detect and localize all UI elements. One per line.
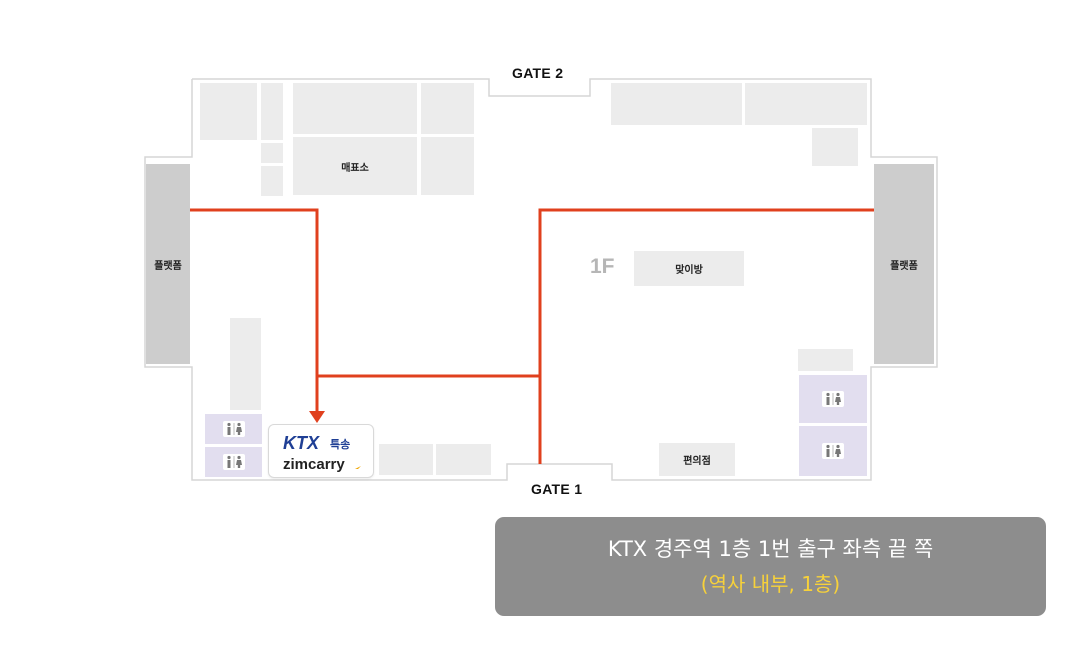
zimcarry-accent-icon: [355, 466, 361, 469]
platform-right: 플랫폼: [874, 164, 934, 364]
restroom-icon: [822, 443, 844, 459]
room-block: [812, 128, 858, 166]
convenience-store-label: 편의점: [683, 456, 711, 467]
room-block: [261, 166, 283, 196]
ktx-logo-text: KTX: [283, 433, 320, 453]
gate-1-label: GATE 1: [531, 481, 583, 497]
restroom: [204, 446, 263, 478]
restroom-icon: [222, 454, 245, 470]
ktx-zimcarry-logo: KTX 특송 zimcarry: [268, 424, 374, 478]
room-block: [200, 83, 257, 140]
room-block: [261, 143, 283, 163]
ktx-zimcarry-logo-graphic: KTX 특송 zimcarry: [283, 433, 361, 473]
restroom: [798, 425, 868, 477]
platform-right-label: 플랫폼: [890, 260, 918, 272]
route-path-left: [190, 208, 319, 412]
caption-main-text: KTX 경주역 1층 1번 출구 좌측 끝 쪽: [607, 537, 934, 561]
meeting-room-label: 맞이방: [675, 265, 703, 276]
floor-label: 1F: [590, 255, 615, 278]
gate-2-label: GATE 2: [512, 65, 564, 81]
platform-left-label: 플랫폼: [154, 260, 182, 272]
meeting-room: 맞이방: [634, 251, 744, 286]
room-block: [293, 83, 417, 134]
room-block: [436, 444, 491, 475]
route-path-right: [538, 208, 874, 464]
ticket-office: 매표소: [293, 137, 417, 195]
room-block: [421, 137, 474, 195]
room-block: [798, 349, 853, 371]
caption-sub-text: (역사 내부, 1층): [700, 572, 841, 596]
room-block: [230, 318, 261, 410]
restroom: [798, 374, 868, 424]
zimcarry-logo-text: zimcarry: [283, 456, 345, 473]
restroom-icon: [822, 391, 844, 407]
restroom-icon: [222, 421, 245, 437]
platform-left: 플랫폼: [146, 164, 190, 364]
ticket-office-label: 매표소: [341, 162, 369, 174]
convenience-store: 편의점: [659, 443, 735, 476]
room-block: [611, 83, 742, 125]
room-block: [261, 83, 283, 140]
location-caption: KTX 경주역 1층 1번 출구 좌측 끝 쪽 (역사 내부, 1층): [495, 517, 1046, 616]
room-block: [745, 83, 867, 125]
route-arrow-icon: [309, 411, 325, 423]
room-block: [379, 444, 433, 475]
room-block: [421, 83, 474, 134]
ktx-suffix-text: 특송: [330, 438, 350, 451]
restroom: [204, 413, 263, 445]
